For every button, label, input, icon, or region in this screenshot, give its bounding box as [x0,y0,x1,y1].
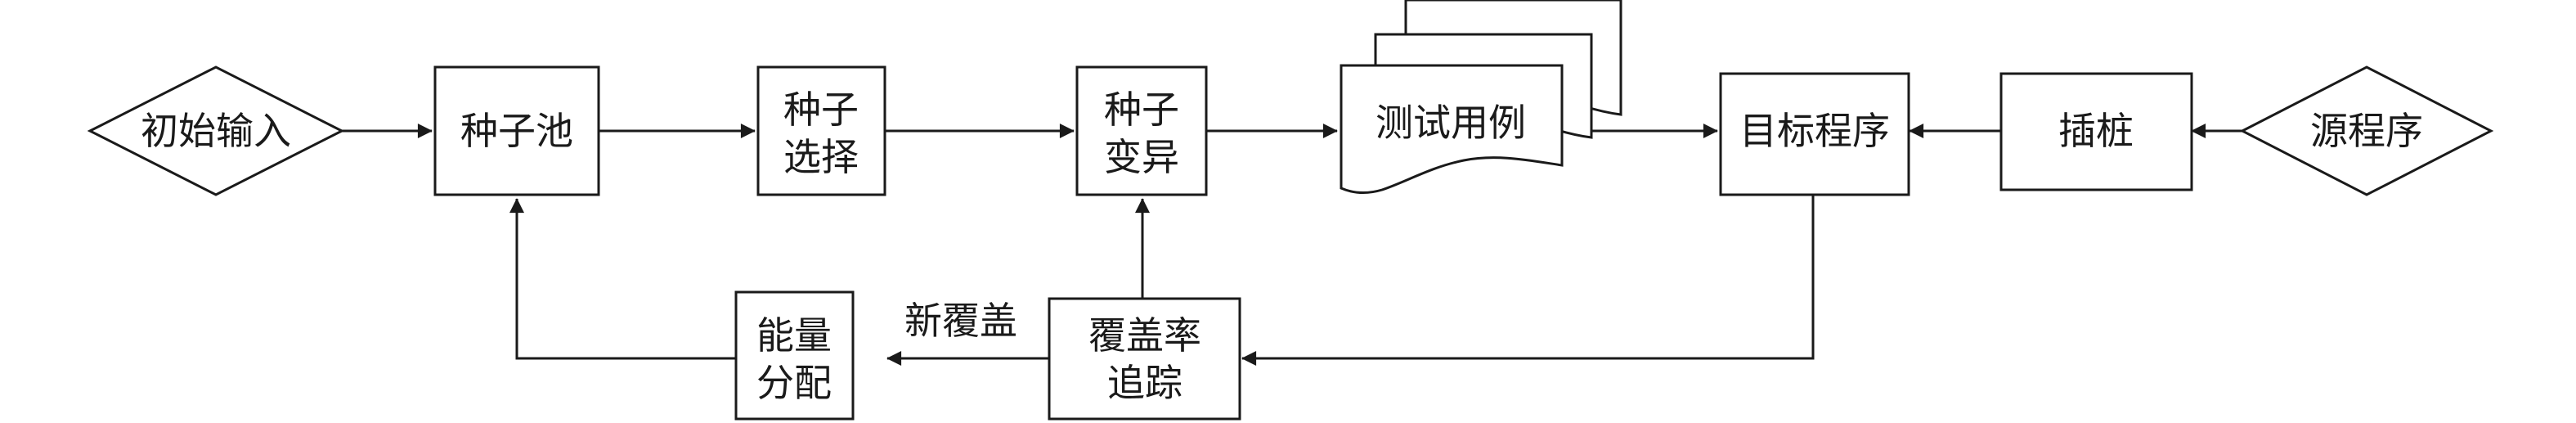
energy-assignment-node: 能量 分配 [734,290,855,421]
coverage-tracking-label-line2: 追踪 [1107,361,1183,405]
seed-mutate-node: 种子 变异 [1075,65,1208,196]
seed-mutate-label-line2: 变异 [1104,135,1179,179]
new-coverage-edge-label: 新覆盖 [904,299,1017,343]
target-program-label: 目标程序 [1739,109,1890,153]
seed-select-label-line1: 种子 [783,88,859,132]
test-cases-node: 测试用例 [1340,0,1622,195]
instrumentation-label: 插桩 [2058,109,2134,153]
source-program-label: 源程序 [2310,109,2423,153]
seed-select-label-line2: 选择 [783,135,859,179]
source-program-node: 源程序 [2239,65,2494,196]
coverage-tracking-label-line1: 覆盖率 [1088,313,1201,358]
edge-target-to-coverage [1241,195,1815,366]
coverage-tracking-node: 覆盖率 追踪 [1048,297,1241,421]
initial-input-node: 初始输入 [87,65,345,196]
instrumentation-node: 插桩 [1999,72,2193,191]
edge-energy-to-pool [509,198,736,360]
seed-pool-label: 种子池 [460,109,573,153]
test-cases-label: 测试用例 [1376,101,1526,145]
initial-input-label: 初始输入 [141,109,291,153]
seed-select-node: 种子 选择 [756,65,886,196]
seed-pool-node: 种子池 [433,65,600,196]
energy-assignment-label-line1: 能量 [756,313,832,358]
target-program-node: 目标程序 [1719,72,1910,196]
seed-mutate-label-line1: 种子 [1104,88,1179,132]
energy-assignment-label-line2: 分配 [756,361,832,405]
